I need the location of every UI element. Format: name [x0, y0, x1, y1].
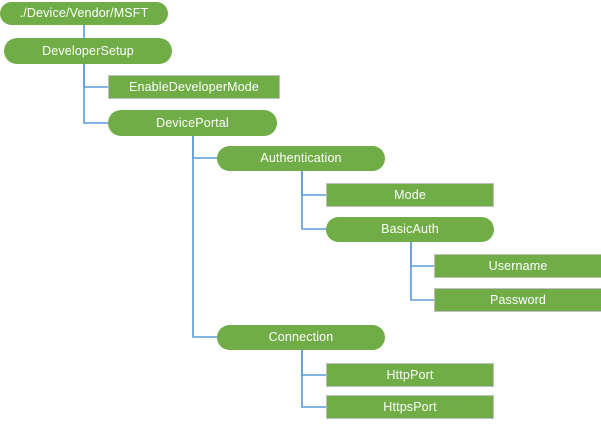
- tree-node-connection[interactable]: Connection: [217, 325, 385, 350]
- tree-node-httpsport[interactable]: HttpsPort: [326, 395, 494, 419]
- tree-node-username[interactable]: Username: [434, 254, 601, 278]
- tree-node-root[interactable]: ./Device/Vendor/MSFT: [0, 2, 168, 25]
- tree-node-label: Username: [488, 258, 548, 273]
- tree-node-developersetup[interactable]: DeveloperSetup: [4, 38, 172, 64]
- tree-node-label: Mode: [394, 187, 426, 202]
- tree-node-label: DevicePortal: [156, 115, 229, 130]
- tree-node-label: ./Device/Vendor/MSFT: [19, 6, 149, 21]
- tree-node-authentication[interactable]: Authentication: [217, 146, 385, 171]
- tree-node-httpport[interactable]: HttpPort: [326, 363, 494, 387]
- tree-node-label: Authentication: [260, 151, 342, 166]
- tree-node-deviceportal[interactable]: DevicePortal: [108, 110, 277, 136]
- tree-node-label: DeveloperSetup: [42, 43, 134, 58]
- tree-node-label: HttpPort: [386, 367, 434, 382]
- tree-node-enabledevelopermode[interactable]: EnableDeveloperMode: [108, 75, 280, 99]
- connector-deviceportal-to-connection: [192, 136, 223, 338]
- tree-node-mode[interactable]: Mode: [326, 183, 494, 207]
- tree-node-basicauth[interactable]: BasicAuth: [326, 217, 494, 242]
- tree-node-label: Password: [489, 292, 547, 307]
- tree-node-label: EnableDeveloperMode: [128, 79, 260, 94]
- tree-node-label: Connection: [268, 330, 334, 345]
- tree-node-label: HttpsPort: [383, 399, 437, 414]
- tree-node-password[interactable]: Password: [434, 288, 601, 312]
- tree-node-label: BasicAuth: [381, 222, 439, 237]
